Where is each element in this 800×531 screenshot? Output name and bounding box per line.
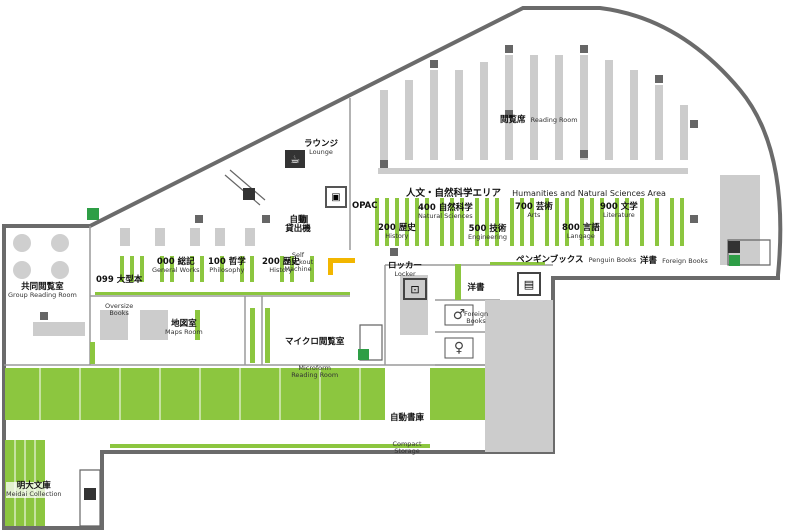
group-reading-jp: 共同閲覧室 bbox=[21, 282, 64, 292]
humanities-area-jp: 人文・自然科学エリア bbox=[406, 188, 502, 199]
microform-label: マイクロ閲覧室 Microform Reading Room bbox=[285, 320, 344, 396]
group-reading-en: Group Reading Room bbox=[8, 291, 77, 300]
meidai-label: 明大文庫 Meidai Collection bbox=[6, 481, 62, 499]
shelf-history-a-en: History bbox=[385, 232, 409, 241]
humanities-area-label: 人文・自然科学エリア Humanities and Natural Scienc… bbox=[406, 182, 666, 200]
shelf-history-a-label: 200 歴史 History bbox=[378, 223, 416, 241]
shelf-history-b-jp: 200 歴史 bbox=[262, 257, 300, 267]
locker-icon: ⊡ bbox=[403, 278, 427, 300]
shelf-philosophy-label: 100 哲学 Philosophy bbox=[208, 257, 246, 275]
foreign-books-small-label: 洋書 Foreign Books bbox=[464, 266, 488, 342]
penguin-books-label: ペンギンブックス Penguin Books bbox=[516, 248, 636, 266]
penguin-books-jp: ペンギンブックス bbox=[516, 255, 584, 265]
shelf-language-jp: 800 言語 bbox=[562, 223, 600, 233]
shelf-general-jp: 000 総記 bbox=[156, 257, 195, 267]
lounge-en: Lounge bbox=[309, 148, 333, 157]
self-checkout-jp: 自動 貸出機 bbox=[285, 214, 311, 234]
microform-en: Microform Reading Room bbox=[291, 363, 339, 379]
foreign-books-en: Foreign Books bbox=[662, 257, 708, 265]
shelf-oversize-en: Oversize Books bbox=[104, 301, 134, 317]
penguin-books-en: Penguin Books bbox=[588, 256, 637, 264]
shelf-literature-en: Literature bbox=[602, 211, 635, 220]
self-checkout-label: 自動 貸出機 Self Checkout Machine bbox=[278, 198, 318, 291]
meidai-en: Meidai Collection bbox=[6, 490, 62, 499]
foreign-books-jp: 洋書 bbox=[640, 256, 658, 266]
opac-label: OPAC bbox=[352, 194, 378, 212]
shelf-general-label: 000 総記 General Works bbox=[152, 257, 200, 275]
shelf-language-label: 800 言語 Langage bbox=[562, 223, 600, 241]
shelf-history-a-jp: 200 歴史 bbox=[378, 223, 416, 233]
book-return-icon: ▤ bbox=[517, 272, 541, 296]
foreign-small-en: Foreign Books bbox=[464, 309, 489, 325]
shelf-philosophy-en: Philosophy bbox=[209, 266, 245, 275]
maps-room-en: Maps Room bbox=[165, 328, 203, 337]
shelf-natural-en: Natural Sciences bbox=[418, 212, 473, 221]
opac-terminal-icon[interactable]: ▣ bbox=[325, 186, 347, 208]
reading-room-jp: 閲覧席 bbox=[500, 115, 526, 125]
self-checkout-en: Self Checkout Machine bbox=[282, 250, 314, 274]
compact-storage-en: Compact Storage bbox=[392, 439, 422, 455]
foreign-books-label: 洋書 Foreign Books bbox=[640, 249, 708, 267]
shelf-arts-en: Arts bbox=[527, 211, 541, 220]
shelf-philosophy-jp: 100 哲学 bbox=[208, 257, 246, 267]
shelf-literature-jp: 900 文学 bbox=[600, 202, 638, 212]
opac-jp: OPAC bbox=[352, 201, 378, 211]
reading-room-label: 閲覧席 Reading Room bbox=[500, 108, 578, 126]
restroom-female-icon: ♀ bbox=[453, 340, 465, 356]
locker-en: Locker bbox=[394, 270, 416, 279]
shelf-oversize-jp: 099 大型本 bbox=[96, 274, 143, 285]
shelf-natural-jp: 400 自然科学 bbox=[418, 203, 473, 213]
shelf-history-b-en: History bbox=[269, 266, 293, 275]
reading-room-en: Reading Room bbox=[530, 116, 578, 124]
locker-jp: ロッカー bbox=[388, 261, 423, 271]
compact-storage-label: 自動書庫 Compact Storage bbox=[390, 396, 424, 472]
shelf-engineering-en: Engineering bbox=[468, 233, 507, 242]
shelf-oversize-label: 099 大型本 Oversize Books bbox=[96, 258, 142, 334]
shelf-engineering-jp: 500 技術 bbox=[468, 224, 507, 234]
humanities-area-en: Humanities and Natural Sciences Area bbox=[512, 189, 666, 198]
shelf-engineering-label: 500 技術 Engineering bbox=[468, 224, 507, 242]
maps-room-jp: 地図室 bbox=[171, 319, 197, 329]
coffee-cup-icon: ☕ bbox=[285, 150, 305, 168]
group-reading-label: 共同閲覧室 Group Reading Room bbox=[8, 282, 77, 300]
shelf-general-en: General Works bbox=[152, 266, 200, 275]
lounge-label: ラウンジ Lounge bbox=[304, 139, 339, 157]
meidai-jp: 明大文庫 bbox=[16, 481, 51, 491]
shelf-arts-label: 700 芸術 Arts bbox=[515, 202, 553, 220]
shelf-arts-jp: 700 芸術 bbox=[515, 202, 553, 212]
shelf-literature-label: 900 文学 Literature bbox=[600, 202, 638, 220]
microform-jp: マイクロ閲覧室 bbox=[285, 336, 345, 347]
shelf-natural-label: 400 自然科学 Natural Sciences bbox=[418, 203, 473, 221]
service-counter bbox=[328, 258, 355, 275]
locker-label: ロッカー Locker bbox=[388, 261, 423, 279]
lounge-jp: ラウンジ bbox=[304, 139, 339, 149]
foreign-small-jp: 洋書 bbox=[467, 282, 485, 293]
shelf-history-b-label: 200 歴史 History bbox=[262, 257, 300, 275]
maps-room-label: 地図室 Maps Room bbox=[165, 319, 203, 337]
restroom-male-icon: ♂ bbox=[452, 307, 466, 323]
compact-storage-jp: 自動書庫 bbox=[390, 412, 425, 423]
shelf-language-en: Langage bbox=[566, 232, 595, 241]
